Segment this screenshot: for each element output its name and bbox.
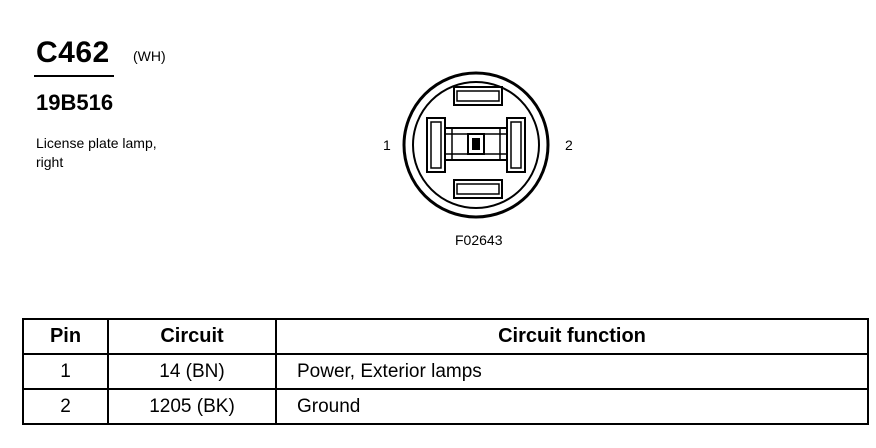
outer-ring — [402, 71, 550, 219]
cell-pin: 1 — [22, 353, 109, 390]
cell-function: Power, Exterior lamps — [275, 353, 869, 390]
inner-ring — [412, 81, 540, 209]
description-line-1: License plate lamp, — [36, 135, 157, 151]
figure-code: F02643 — [455, 232, 503, 248]
pin-2-label: 2 — [565, 137, 573, 153]
left-terminal — [426, 117, 446, 173]
connector-face-diagram — [402, 71, 550, 219]
bottom-terminal — [453, 179, 503, 199]
right-terminal — [506, 117, 526, 173]
table-header-row: Pin Circuit Circuit function — [22, 318, 869, 355]
header-circuit-function: Circuit function — [275, 318, 869, 355]
header-pin: Pin — [22, 318, 109, 355]
connector-description: License plate lamp, right — [36, 134, 236, 172]
description-line-2: right — [36, 154, 64, 170]
table-row: 2 1205 (BK) Ground — [22, 388, 869, 425]
center-housing — [444, 127, 508, 161]
top-terminal — [453, 86, 503, 106]
part-number: 19B516 — [36, 90, 114, 115]
cell-circuit: 1205 (BK) — [107, 388, 277, 425]
pin-1-label: 1 — [383, 137, 391, 153]
title-underline — [34, 75, 114, 77]
cell-circuit: 14 (BN) — [107, 353, 277, 390]
center-key — [467, 133, 485, 155]
cell-function: Ground — [275, 388, 869, 425]
connector-color: (WH) — [133, 48, 166, 64]
pin-table: Pin Circuit Circuit function 1 14 (BN) P… — [22, 318, 869, 425]
header-circuit: Circuit — [107, 318, 277, 355]
connector-id: C462 — [36, 36, 110, 69]
cell-pin: 2 — [22, 388, 109, 425]
table-row: 1 14 (BN) Power, Exterior lamps — [22, 353, 869, 390]
